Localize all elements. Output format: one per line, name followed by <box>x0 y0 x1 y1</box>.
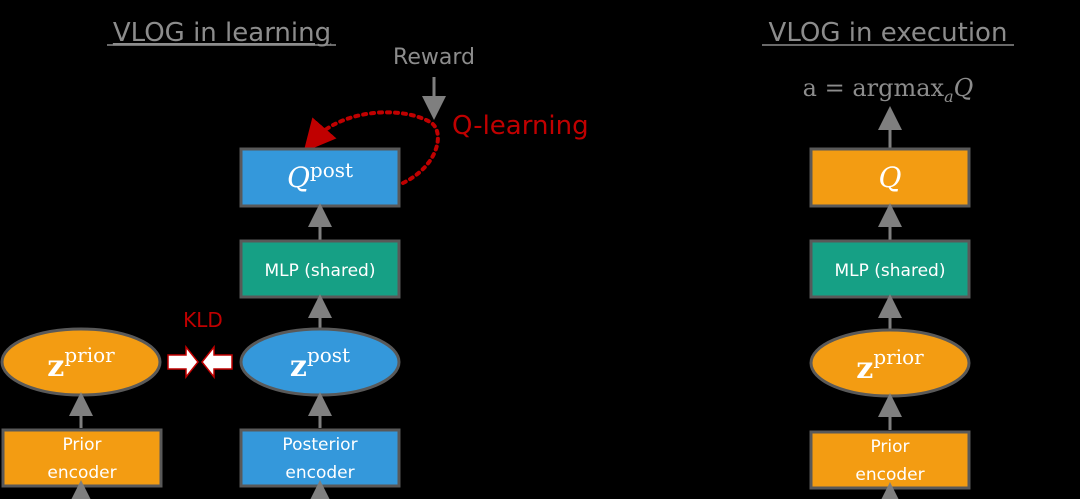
kld-label: KLD <box>183 308 223 332</box>
mlp-box <box>809 239 971 299</box>
posterior-encoder-box <box>239 428 401 488</box>
q-box <box>809 147 971 208</box>
action-formula: a = argmaxaQ <box>803 74 974 106</box>
q-post-box <box>239 147 401 208</box>
mlp-box <box>239 239 401 299</box>
kld-left-arrow-icon <box>201 344 233 380</box>
reward-label: Reward <box>393 45 475 70</box>
prior-encoder-line2: encoder <box>855 465 924 485</box>
execution-title: VLOG in execution <box>769 18 1008 48</box>
prior-encoder-box <box>809 430 971 490</box>
prior-encoder-line1: Prior <box>870 437 909 457</box>
z-post-label: zpost <box>290 343 350 384</box>
q-learning-loop-arrow <box>303 110 440 185</box>
prior-encoder-line2: encoder <box>47 463 116 483</box>
q-learning-label: Q-learning <box>452 111 589 141</box>
posterior-encoder-line1: Posterior <box>282 435 357 455</box>
mlp-label: MLP (shared) <box>265 261 376 281</box>
mlp-label: MLP (shared) <box>835 261 946 281</box>
z-prior-label: zprior <box>47 343 115 384</box>
q-post-label: Qpost <box>287 158 353 194</box>
z-prior-label: zprior <box>856 345 924 386</box>
execution-panel: VLOG in execution a = argmaxaQ Q MLP (sh… <box>762 18 1014 499</box>
prior-encoder-line1: Prior <box>62 435 101 455</box>
kld-right-arrow-icon <box>167 344 199 380</box>
prior-encoder-box <box>1 428 163 488</box>
q-label: Q <box>879 161 902 194</box>
learning-title: VLOG in learning <box>113 18 331 48</box>
posterior-encoder-line2: encoder <box>285 463 354 483</box>
learning-panel: VLOG in learning Reward Q-learning Qpost… <box>0 18 589 499</box>
